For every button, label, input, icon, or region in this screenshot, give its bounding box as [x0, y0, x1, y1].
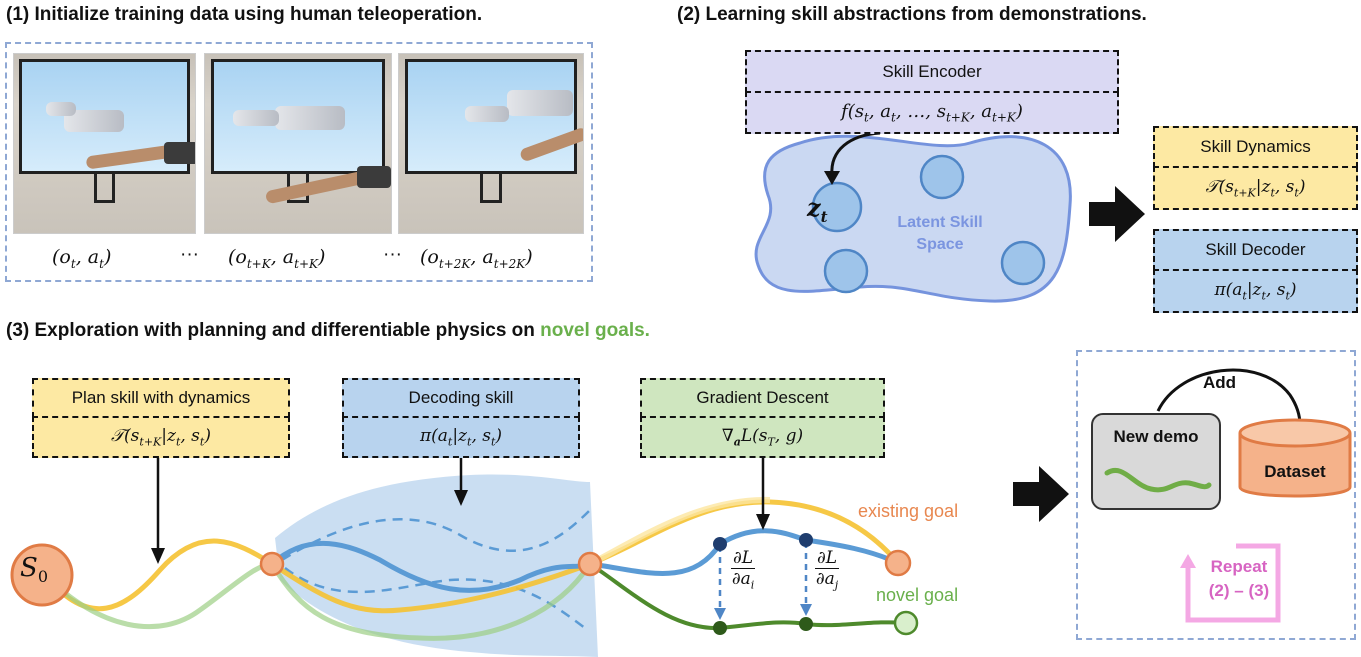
novel-trajectory: [588, 562, 907, 631]
skill-encoder-formula: f(st, at, …, st+K, at+K): [745, 91, 1119, 134]
novel-node-i: [713, 621, 727, 635]
action-node-i: [713, 537, 727, 551]
ellipsis-2: ···: [383, 244, 402, 265]
dataset-icon: [1238, 418, 1352, 498]
plan-skill-box: Plan skill with dynamics: [32, 378, 290, 418]
decoding-arrow: [454, 458, 468, 506]
grad-label-i: ∂L ∂ai: [731, 548, 756, 592]
trajectory-plot: [10, 474, 919, 657]
sample-path-1: [281, 509, 591, 562]
teleop-photo-1: [13, 53, 196, 234]
skill-decoder-box: Skill Decoder: [1153, 229, 1358, 271]
section1-title: (1) Initialize training data using human…: [6, 4, 483, 25]
decoded-trajectory: [270, 540, 591, 593]
caption-obs-t: (ot, at): [52, 246, 112, 271]
plan-skill-formula: 𝒯(st+K|zt, st): [32, 416, 290, 458]
plan-arrow: [151, 458, 165, 564]
add-label: Add: [1203, 373, 1237, 392]
gradient-arrow: [756, 458, 770, 530]
repeat-loop-icon: [1180, 543, 1281, 623]
gradient-descent-formula: ∇aL(sT, g): [640, 416, 885, 458]
latent-point-2: [919, 154, 965, 200]
to-modules-arrow: [1089, 186, 1145, 242]
ellipsis-1: ···: [180, 244, 199, 265]
section3-title: (3) Exploration with planning and differ…: [6, 320, 650, 341]
existing-goal-node: [884, 549, 912, 577]
teleop-photo-2: [204, 53, 392, 234]
latent-point-3: [823, 248, 869, 294]
loop-frame: [1076, 350, 1356, 640]
skill-dynamics-box: Skill Dynamics: [1153, 126, 1358, 168]
teleop-photo-3: [398, 53, 584, 234]
section2-title: (2) Learning skill abstractions from dem…: [677, 4, 1147, 25]
demo-trajectory-icon: [1104, 468, 1212, 493]
repeat-label: Repeat (2) – (3): [1208, 557, 1270, 600]
novel-goal-node: [893, 610, 919, 636]
dataset-label: Dataset: [1264, 462, 1326, 481]
grad-label-j: ∂L ∂aj: [815, 548, 840, 592]
latent-point-z: [811, 181, 863, 233]
skill-dynamics-formula: 𝒯(st+K|zt, st): [1153, 166, 1358, 210]
decoding-skill-box: Decoding skill: [342, 378, 580, 418]
gradient-descent-box: Gradient Descent: [640, 378, 885, 418]
start-state-label: S0: [20, 553, 48, 587]
caption-obs-t-plus-2k: (ot+2K, at+2K): [420, 246, 533, 271]
skill-decoder-formula: π(at|zt, st): [1153, 269, 1358, 313]
latent-point-4: [1000, 240, 1046, 286]
novel-node-j: [799, 617, 813, 631]
decoding-skill-formula: π(at|zt, st): [342, 416, 580, 458]
caption-obs-t-plus-k: (ot+K, at+K): [228, 246, 326, 271]
faded-novel-trajectory: [43, 561, 593, 641]
to-loop-arrow: [1013, 466, 1069, 522]
waypoint-2: [577, 551, 603, 577]
z-label: zt: [807, 193, 828, 226]
action-node-j: [799, 533, 813, 547]
waypoint-1: [259, 551, 285, 577]
skill-encoder-box: Skill Encoder: [745, 50, 1119, 93]
optimized-trajectory: [589, 528, 900, 576]
latent-space-label: Latent Skill Space: [897, 214, 983, 253]
new-demo-card: New demo: [1091, 413, 1221, 510]
section1-frame: [5, 42, 593, 282]
latent-skill-space: [754, 131, 1072, 303]
decoding-region: [275, 474, 598, 657]
sample-path-2: [284, 567, 586, 630]
start-state-node: [10, 543, 74, 607]
existing-goal-label: existing goal: [858, 501, 959, 521]
novel-goal-label: novel goal: [876, 585, 959, 605]
